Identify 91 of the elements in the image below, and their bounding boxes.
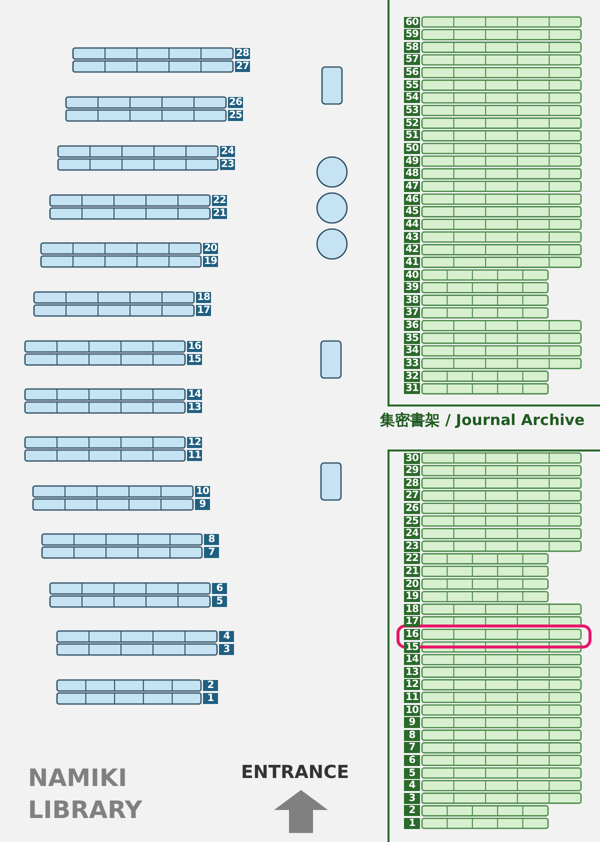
shelf-number: 2: [203, 680, 218, 691]
shelf-number: 22: [404, 553, 420, 564]
shelf-number: 7: [204, 547, 219, 558]
shelf-number: 18: [196, 292, 211, 303]
shelf-number: 23: [404, 540, 420, 552]
shelf-number: 1: [404, 818, 420, 829]
shelf-number: 4: [219, 631, 234, 642]
shelf-number: 45: [404, 206, 420, 218]
shelf-number: 1: [203, 693, 218, 704]
shelf-number: 54: [404, 92, 420, 104]
shelf-number: 16: [404, 628, 420, 640]
shelf-number: 29: [404, 465, 420, 476]
shelf-number: 44: [404, 218, 420, 230]
shelf-number: 2: [404, 805, 420, 816]
shelf-number: 26: [228, 97, 243, 108]
shelf-number: 11: [404, 692, 420, 703]
shelf-number: 25: [228, 110, 243, 121]
shelf-number: 5: [404, 768, 420, 778]
shelf-number: 55: [404, 80, 420, 91]
shelf-number: 4: [404, 780, 420, 792]
shelf-number: 34: [404, 345, 420, 356]
shelf-number: 10: [404, 704, 420, 716]
shelf-number: 53: [404, 105, 420, 116]
shelf-number: 37: [404, 307, 420, 318]
shelf-number: 46: [404, 194, 420, 205]
shelf-number: 56: [404, 67, 420, 78]
shelf-number: 16: [187, 341, 202, 352]
shelf-number: 20: [203, 243, 218, 254]
shelf-number: 40: [404, 270, 420, 280]
shelf-number: 28: [235, 48, 250, 59]
shelf-number: 50: [404, 143, 420, 154]
shelf-number: 32: [404, 370, 420, 382]
shelf-number: 47: [404, 180, 420, 192]
shelf-number: 17: [196, 305, 211, 316]
shelf-number: 30: [404, 452, 420, 464]
shelf-number: 14: [404, 654, 420, 666]
shelf-number: 59: [404, 29, 420, 40]
shelf-number: 14: [187, 389, 202, 400]
shelf-number: 18: [404, 604, 420, 615]
shelf-number: 58: [404, 42, 420, 53]
shelf-number: 3: [404, 792, 420, 804]
shelf-number: 27: [235, 61, 250, 72]
shelf-number: 43: [404, 232, 420, 242]
shelf-number: 23: [220, 159, 235, 170]
shelf-number: 12: [187, 437, 202, 448]
section-title: 集密書架 / Journal Archive: [380, 411, 585, 430]
shelf-number: 21: [404, 566, 420, 577]
shelf-number: 19: [404, 591, 420, 602]
shelf-number: 25: [404, 516, 420, 526]
shelf-number: 9: [404, 717, 420, 728]
shelf-number: 17: [404, 616, 420, 628]
shelf-number: 10: [195, 486, 210, 497]
shelf-number: 27: [404, 490, 420, 502]
shelf-number: 6: [212, 583, 227, 594]
shelf-number: 3: [219, 644, 234, 655]
shelf-number: 51: [404, 130, 420, 142]
shelf-number: 7: [404, 742, 420, 754]
shelf-number: 20: [404, 578, 420, 590]
shelf-number: 5: [212, 596, 227, 607]
shelf-number: 22: [212, 195, 227, 206]
shelf-number: 19: [203, 256, 218, 267]
shelf-number: 21: [212, 208, 227, 219]
shelf-number: 49: [404, 156, 420, 167]
shelf-number: 33: [404, 358, 420, 369]
shelf-number: 24: [220, 146, 235, 157]
shelf-number: 8: [204, 534, 219, 545]
shelf-number: 39: [404, 282, 420, 294]
shelf-number: 13: [187, 402, 202, 413]
entrance-label: ENTRANCE: [241, 762, 349, 783]
shelf-number: 26: [404, 502, 420, 514]
shelf-number: 24: [404, 528, 420, 540]
shelf-number: 11: [187, 450, 202, 461]
shelf-number: 41: [404, 256, 420, 268]
shelf-number: 57: [404, 54, 420, 66]
shelf-number: 13: [404, 666, 420, 678]
shelf-number: 52: [404, 118, 420, 129]
shelf-number: 15: [404, 642, 420, 652]
shelf-number: 28: [404, 478, 420, 489]
shelf-number: 38: [404, 294, 420, 306]
shelf-number: 15: [187, 354, 202, 365]
shelf-number: 9: [195, 499, 210, 510]
shelf-number: 48: [404, 168, 420, 180]
shelf-number: 36: [404, 320, 420, 332]
library-name: NAMIKI LIBRARY: [28, 763, 144, 826]
shelf-number: 6: [404, 754, 420, 766]
shelf-number: 8: [404, 730, 420, 741]
shelf-number: 35: [404, 332, 420, 344]
shelf-number: 12: [404, 679, 420, 690]
shelf-number: 31: [404, 383, 420, 394]
shelf-number: 42: [404, 244, 420, 256]
shelf-number: 60: [404, 16, 420, 28]
